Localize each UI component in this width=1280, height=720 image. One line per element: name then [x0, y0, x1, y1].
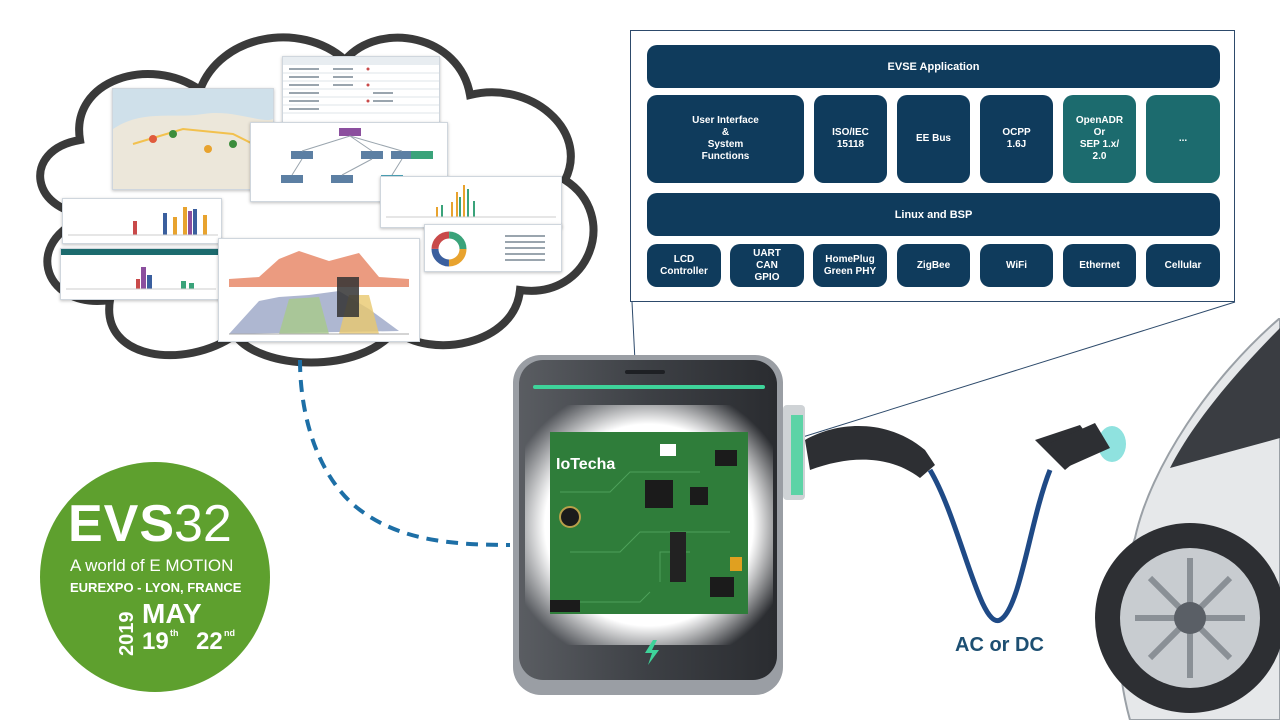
- cloud-connection-link: [298, 359, 511, 547]
- linux-bsp-block: Linux and BSP: [647, 193, 1220, 236]
- connection-type-label: AC or DC: [955, 634, 1044, 656]
- module-openadr: OpenADR Or SEP 1.x/ 2.0: [1063, 95, 1136, 183]
- board-brand-label: IoTecha: [556, 456, 615, 473]
- logo-event-number: 32: [174, 495, 232, 553]
- module-more: ...: [1146, 95, 1220, 183]
- logo-venue: EUREXPO - LYON, FRANCE: [70, 580, 242, 595]
- logo-month: MAY: [142, 598, 202, 629]
- map-screenshot: [112, 88, 274, 190]
- energy-bar-chart-screenshot: [62, 198, 222, 244]
- table-screenshot: [282, 56, 440, 128]
- lightning-icon: [645, 640, 659, 665]
- logo-day-start: 19: [142, 628, 169, 655]
- driver-homeplug: HomePlug Green PHY: [813, 244, 887, 287]
- module-ocpp: OCPP 1.6J: [980, 95, 1053, 183]
- iotecha-circuit-board: IoTecha: [550, 432, 748, 614]
- driver-ethernet: Ethernet: [1063, 244, 1136, 287]
- donut-chart-screenshot: [424, 224, 562, 272]
- network-diagram-screenshot: [250, 122, 448, 202]
- module-iso-iec-15118: ISO/IEC 15118: [814, 95, 887, 183]
- logo-day-end-suffix: nd: [224, 628, 235, 638]
- logo-year: 2019: [116, 611, 138, 657]
- driver-wifi: WiFi: [980, 244, 1053, 287]
- area-chart-screenshot: [218, 238, 420, 342]
- logo-event-name: EVS: [68, 495, 176, 553]
- logo-tagline: A world of E MOTION: [70, 556, 234, 575]
- driver-zigbee: ZigBee: [897, 244, 970, 287]
- driver-uart-can-gpio: UART CAN GPIO: [730, 244, 804, 287]
- electric-car: [1050, 318, 1280, 720]
- evs32-event-logo: EVS 32 A world of E MOTION EUREXPO - LYO…: [40, 462, 270, 692]
- driver-cellular: Cellular: [1146, 244, 1220, 287]
- logo-day-end: 22: [196, 628, 223, 655]
- driver-lcd-controller: LCD Controller: [647, 244, 721, 287]
- module-ee-bus: EE Bus: [897, 95, 970, 183]
- evse-application-block: EVSE Application: [647, 45, 1220, 88]
- evse-software-architecture-panel: EVSE Application User Interface & System…: [630, 30, 1235, 302]
- power-chart-screenshot: [380, 176, 562, 228]
- logo-day-start-suffix: th: [170, 628, 179, 638]
- module-user-interface: User Interface & System Functions: [647, 95, 804, 183]
